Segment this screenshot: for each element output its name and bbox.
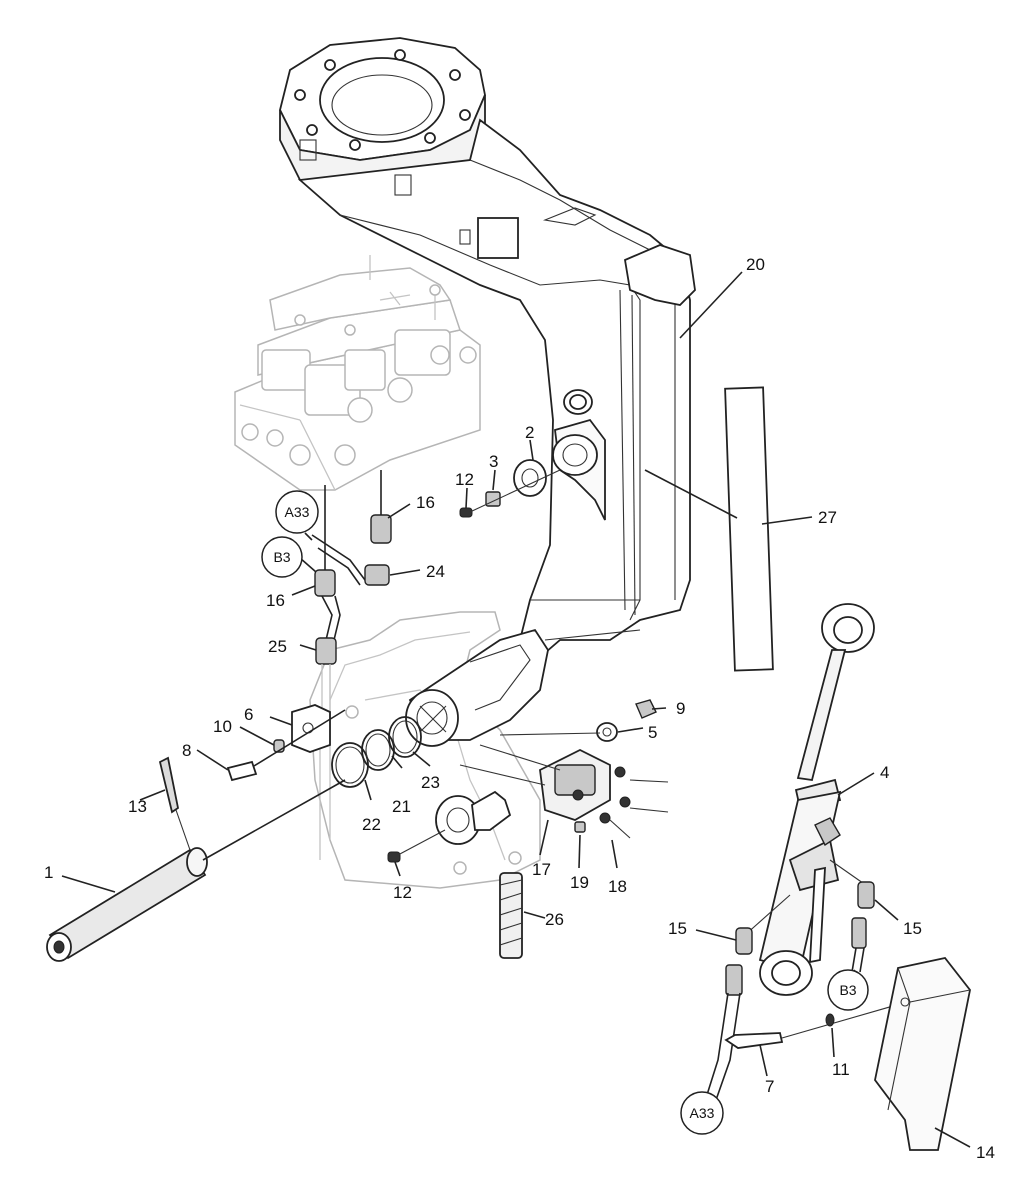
callout-11: 11 (832, 1060, 850, 1079)
clamp-bracket (226, 704, 346, 782)
callout-23: 23 (421, 773, 440, 792)
main-frame (279, 37, 696, 747)
connector-tags: A33 B3 B3 A33 (261, 490, 869, 1135)
valve-mount-parts (387, 699, 669, 863)
seal-rings (331, 716, 422, 788)
callout-15-left: 15 (668, 919, 687, 938)
callout-labels: 20 27 2 3 12 16 24 16 25 9 5 6 10 8 13 1… (44, 255, 995, 1162)
connector-circle-b3-left (261, 536, 303, 578)
connector-b3-left: B3 (273, 549, 290, 565)
bearing-and-fittings (459, 459, 561, 518)
connector-circle-a33-top (275, 490, 319, 534)
callout-24: 24 (426, 562, 445, 581)
hydraulic-cylinder (744, 603, 875, 996)
connector-a33-bottom: A33 (690, 1105, 715, 1121)
callout-22: 22 (362, 815, 381, 834)
callout-7: 7 (765, 1077, 774, 1096)
spiral-wrap (499, 872, 523, 959)
callout-2: 2 (525, 423, 534, 442)
hose-assemblies (311, 470, 392, 715)
main-pin (46, 756, 346, 962)
decal-strip (724, 386, 774, 672)
callout-26: 26 (545, 910, 564, 929)
callout-8: 8 (182, 741, 191, 760)
cylinder-fittings (705, 881, 971, 1151)
callout-6: 6 (244, 705, 253, 724)
callout-18-visible: 18 (608, 877, 627, 896)
valve-block-ghost (234, 255, 481, 491)
callout-13: 13 (128, 797, 147, 816)
connector-circle-a33-bottom (680, 1091, 724, 1135)
callout-20: 20 (746, 255, 765, 274)
callout-27: 27 (818, 508, 837, 527)
callout-10: 10 (213, 717, 232, 736)
callout-9: 9 (676, 699, 685, 718)
callout-4: 4 (880, 763, 889, 782)
callout-17: 17 (532, 860, 551, 879)
connector-b3-right: B3 (839, 982, 856, 998)
callout-15-right: 15 (903, 919, 922, 938)
connector-a33-top: A33 (285, 504, 310, 520)
callout-12-upper: 12 (455, 470, 474, 489)
callout-16-upper: 16 (416, 493, 435, 512)
callout-14: 14 (976, 1143, 995, 1162)
callout-21: 21 (392, 797, 411, 816)
callout-19: 19 (570, 873, 589, 892)
callout-3: 3 (489, 452, 498, 471)
callout-1: 1 (44, 863, 53, 882)
callout-5: 5 (648, 723, 657, 742)
callout-12-lower: 12 (393, 883, 412, 902)
callout-25: 25 (268, 637, 287, 656)
callout-16-lower: 16 (266, 591, 285, 610)
leader-lines (61, 271, 971, 1148)
connector-circle-b3-right (827, 969, 869, 1011)
